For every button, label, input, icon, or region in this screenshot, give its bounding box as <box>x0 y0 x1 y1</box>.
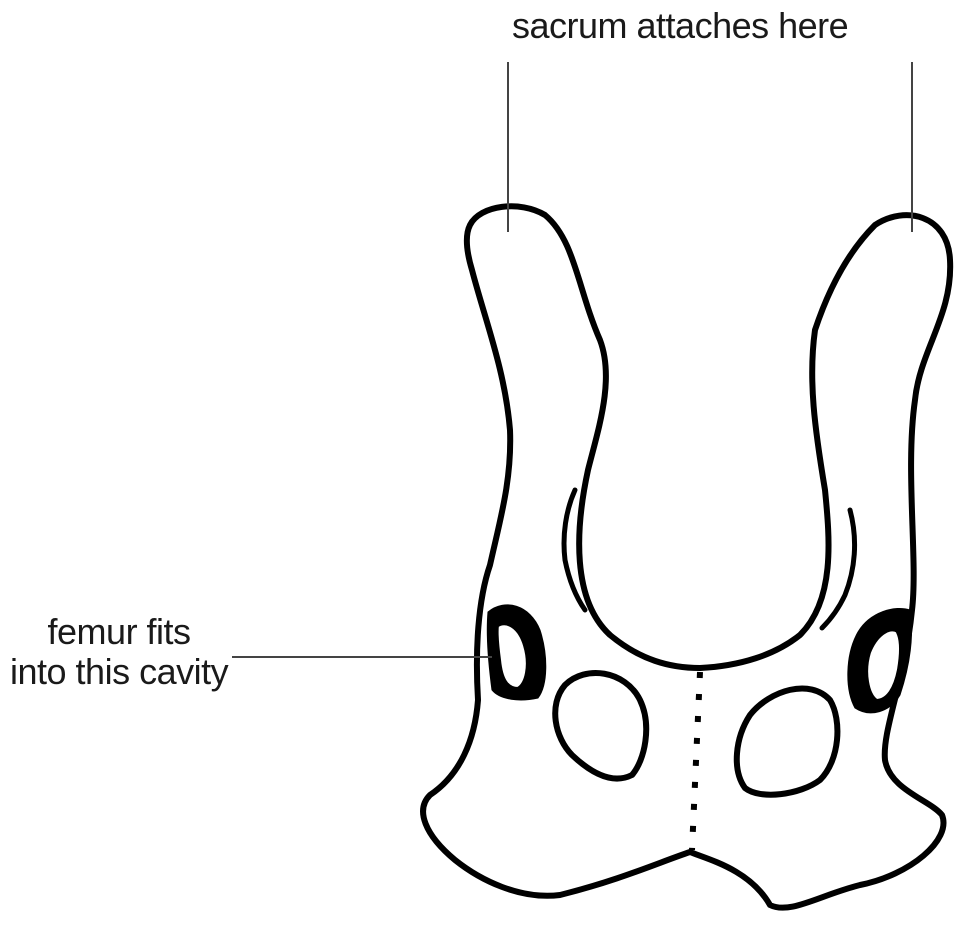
pelvis-outline <box>423 206 950 907</box>
sacrum-label: sacrum attaches here <box>512 6 848 46</box>
left-acetabulum-rim <box>496 622 529 690</box>
femur-label-line-2: into this cavity <box>10 652 228 692</box>
femur-cavity-label: femur fits into this cavity <box>10 612 228 693</box>
femur-label-line-1: femur fits <box>10 612 228 652</box>
